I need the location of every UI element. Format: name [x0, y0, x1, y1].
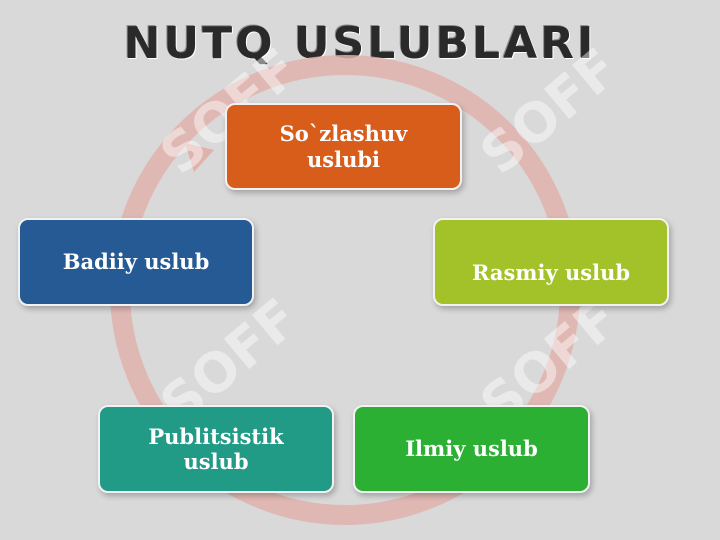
node-rasmiy-uslub: Rasmiy uslub — [433, 218, 669, 306]
node-publitsistik-uslub: Publitsistik uslub — [98, 405, 334, 493]
node-badiiy-uslub: Badiiy uslub — [18, 218, 254, 306]
node-ilmiy-uslub: Ilmiy uslub — [353, 405, 590, 493]
node-sozlashuv-uslubi: So`zlashuv uslubi — [225, 103, 462, 190]
cycle-arrowhead-icon — [185, 143, 214, 172]
